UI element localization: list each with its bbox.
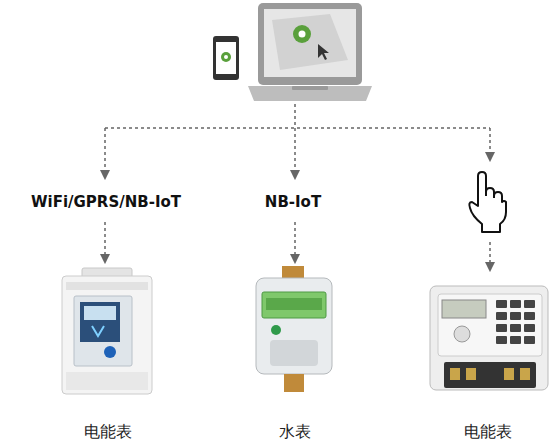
- water-meter-image: [256, 266, 332, 392]
- device-caption: 电能表: [464, 422, 512, 442]
- meter-node: 电能表: [50, 262, 165, 442]
- meter-node: 电能表: [420, 262, 554, 442]
- manual-hand-icon: [469, 172, 506, 232]
- device-caption: 水表: [279, 422, 311, 442]
- electric-meter-image: [62, 268, 152, 394]
- laptop-icon: [248, 3, 372, 101]
- dashed-connector: [105, 104, 490, 270]
- protocol-label: NB-IoT: [265, 193, 321, 211]
- device-caption: 电能表: [84, 422, 132, 442]
- meter-node: 水表: [240, 262, 350, 442]
- phone-icon: [213, 36, 239, 80]
- protocol-label: WiFi/GPRS/NB-IoT: [31, 193, 181, 211]
- prepaid-meter-image: [430, 286, 548, 390]
